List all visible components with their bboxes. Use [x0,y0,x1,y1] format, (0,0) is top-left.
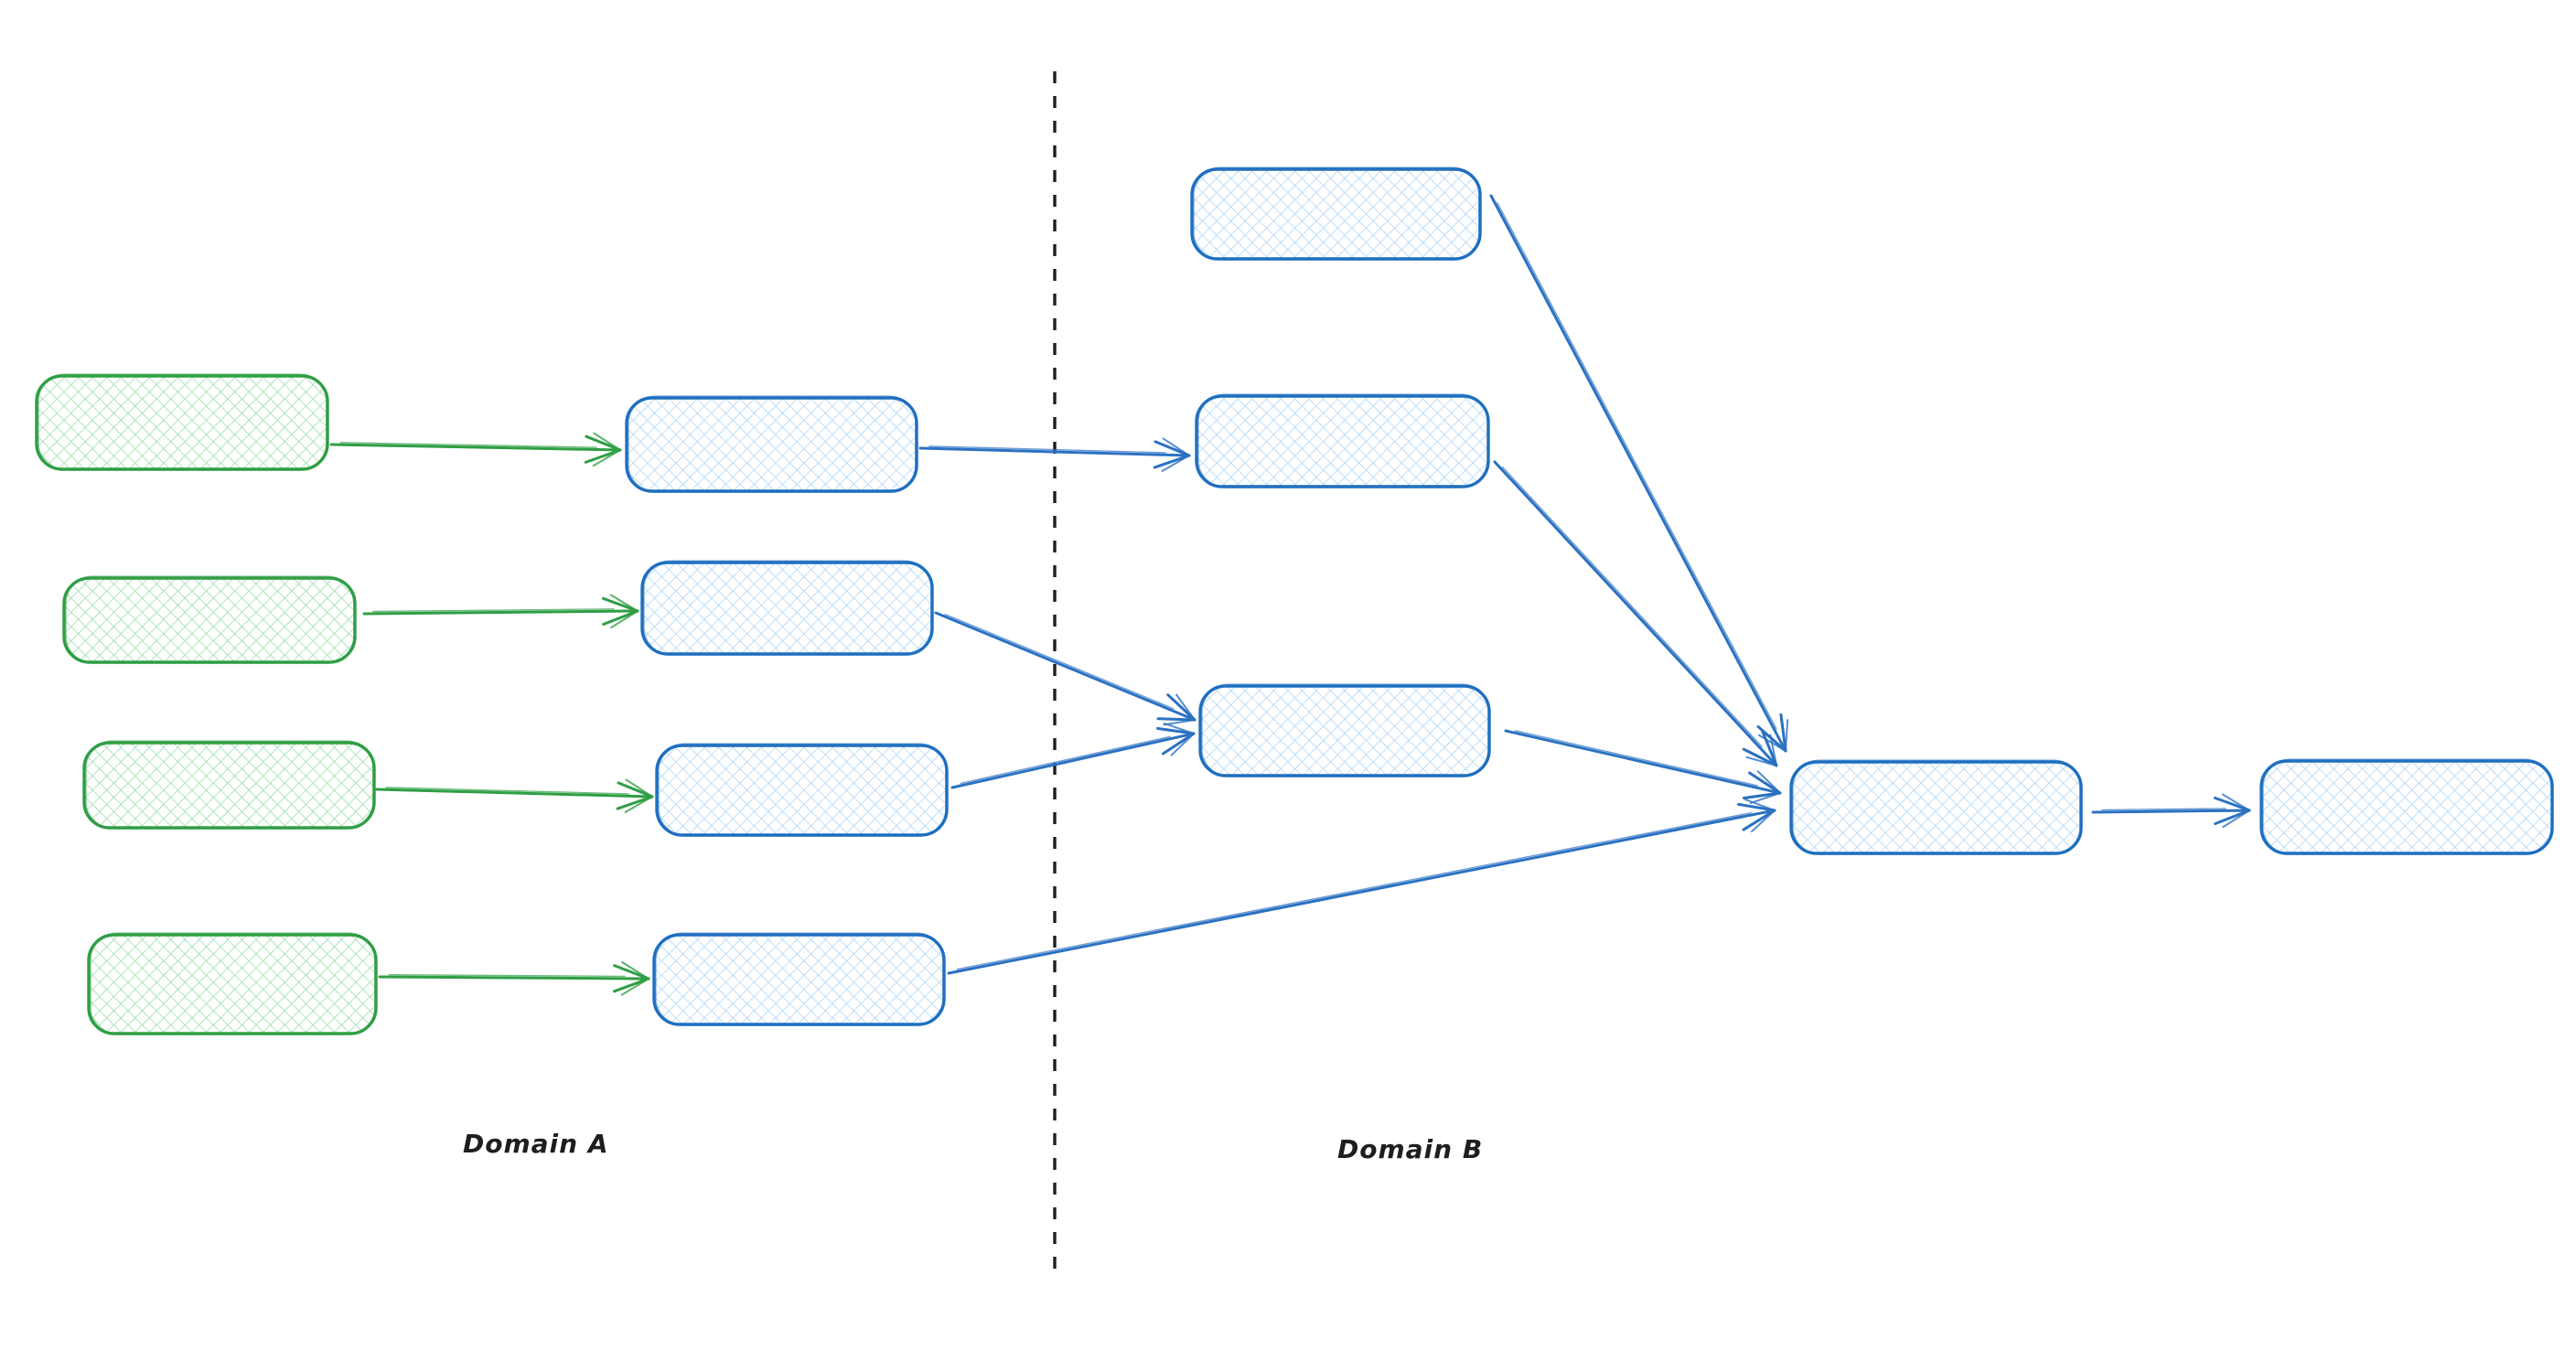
node-b-merge [1789,759,2083,855]
node-a-input-3 [82,740,376,830]
node-a-stage-1 [625,395,918,493]
arrow-input3-to-stage3 [375,778,654,813]
domain-a-label: Domain A [463,1129,609,1159]
node-a-input-1 [35,373,329,471]
arrow-bnode1-to-merge [1489,194,1789,753]
arrow-input1-to-stage1 [329,432,622,467]
arrow-stage2-to-bnode3 [934,611,1197,726]
arrow-merge-to-output [2091,793,2251,829]
node-b-node-3 [1198,683,1491,777]
arrow-input4-to-stage4 [378,961,650,996]
arrow-bnode2-to-merge [1493,460,1778,767]
arrow-stage1-to-bnode2 [918,437,1191,472]
node-a-input-4 [87,932,378,1035]
node-a-input-2 [62,575,357,664]
arrow-input2-to-stage2 [362,594,639,629]
node-a-stage-2 [640,560,934,656]
node-a-stage-4 [652,932,946,1026]
node-b-output [2259,758,2554,855]
arrow-bnode3-to-merge [1504,729,1782,804]
node-b-node-1 [1190,166,1482,261]
arrow-stage3-to-bnode3 [950,722,1196,789]
arrow-stage4-to-merge [947,799,1776,975]
domain-b-label: Domain B [1337,1134,1484,1164]
node-a-stage-3 [655,743,949,837]
node-b-node-2 [1195,393,1490,488]
